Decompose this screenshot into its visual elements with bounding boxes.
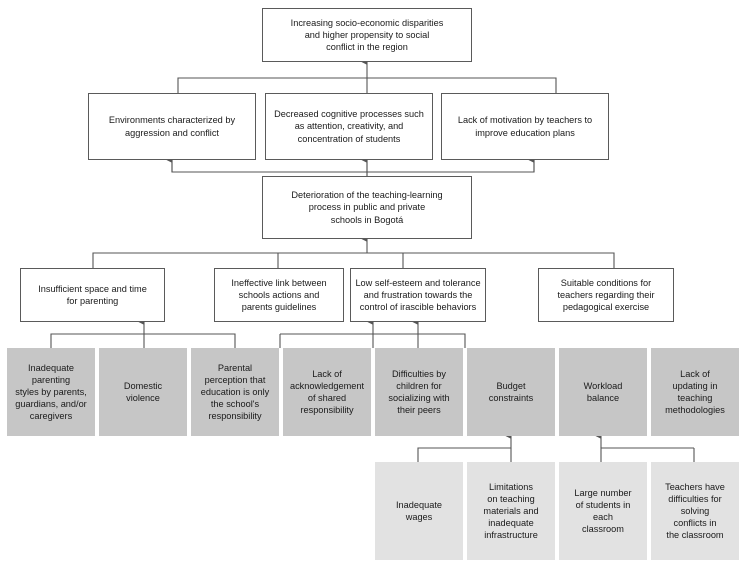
node-subcause-parental-perception: Parental perception that education is on… — [191, 348, 279, 436]
node-subcause-workload: Workload balance — [559, 348, 647, 436]
node-effect-cognitive: Decreased cognitive processes such as at… — [265, 93, 433, 160]
connector-group-row3-to-row2 — [166, 157, 535, 176]
node-effect-motivation: Lack of motivation by teachers to improv… — [441, 93, 609, 160]
node-cause-self-esteem: Low self-esteem and tolerance and frustr… — [350, 268, 486, 322]
connector-group-row2-to-row1 — [177, 59, 557, 93]
node-cause-parenting-time: Insufficient space and time for parentin… — [20, 268, 165, 322]
node-subcause-socializing: Difficulties by children for socializing… — [375, 348, 463, 436]
node-subcause-parenting-styles: Inadequate parenting styles by parents, … — [7, 348, 95, 436]
node-subcause-budget: Budget constraints — [467, 348, 555, 436]
node-subcause-domestic-violence: Domestic violence — [99, 348, 187, 436]
node-subcause-methodologies: Lack of updating in teaching methodologi… — [651, 348, 739, 436]
connector-group-row5-to-row4 — [50, 319, 466, 348]
node-rootcause-class-size: Large number of students in each classro… — [559, 462, 647, 560]
node-effect-top: Increasing socio-economic disparities an… — [262, 8, 472, 62]
node-rootcause-conflict-solving: Teachers have difficulties for solving c… — [651, 462, 739, 560]
node-subcause-shared-responsibility: Lack of acknowledgement of shared respon… — [283, 348, 371, 436]
node-rootcause-wages: Inadequate wages — [375, 462, 463, 560]
node-cause-school-parent-link: Ineffective link between schools actions… — [214, 268, 344, 322]
node-core-problem: Deterioration of the teaching-learning p… — [262, 176, 472, 239]
node-cause-teacher-conditions: Suitable conditions for teachers regardi… — [538, 268, 674, 322]
node-effect-environments: Environments characterized by aggression… — [88, 93, 256, 160]
node-rootcause-materials: Limitations on teaching materials and in… — [467, 462, 555, 560]
connector-group-row6-to-row5 — [417, 433, 695, 462]
connector-group-row4-to-row3 — [92, 236, 615, 268]
